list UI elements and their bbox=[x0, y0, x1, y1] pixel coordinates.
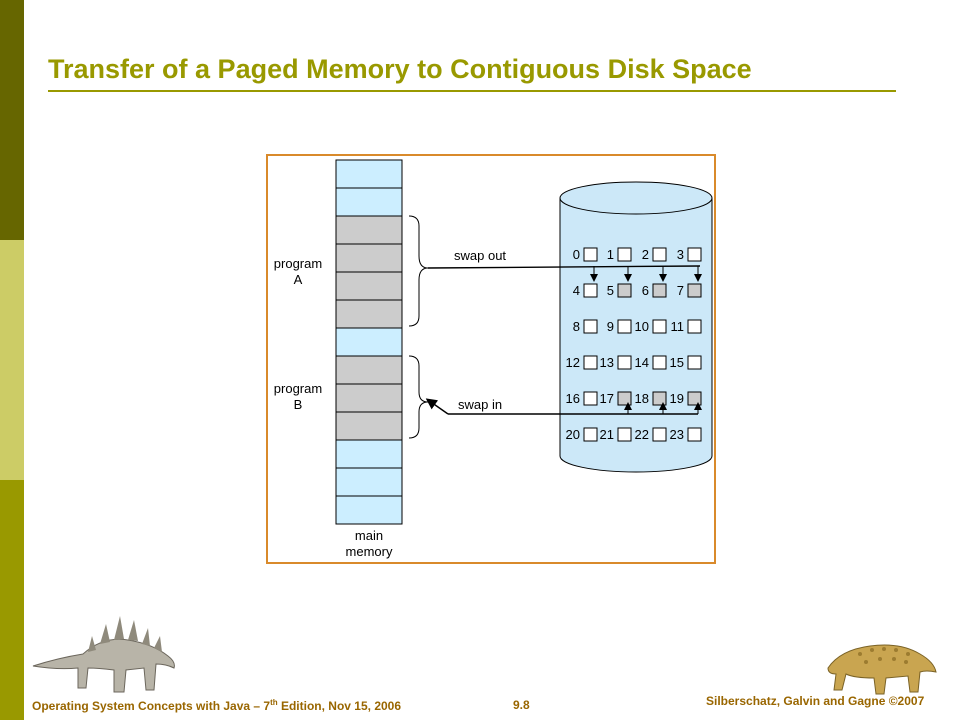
disk-block-number: 15 bbox=[670, 355, 684, 370]
disk-block-number: 12 bbox=[566, 355, 580, 370]
memory-frame-free bbox=[335, 495, 403, 525]
disk-block-number: 20 bbox=[566, 427, 580, 442]
disk-block-number: 13 bbox=[600, 355, 614, 370]
side-band-middle bbox=[0, 240, 24, 480]
disk-block bbox=[617, 247, 632, 262]
disk-block bbox=[617, 427, 632, 442]
memory-frame-free bbox=[335, 187, 403, 217]
disk-block-number: 10 bbox=[635, 319, 649, 334]
main-memory-label-line2: memory bbox=[346, 544, 393, 559]
disk-block-number: 3 bbox=[677, 247, 684, 262]
program-a-label-line2: A bbox=[294, 272, 303, 287]
disk-block-number: 5 bbox=[607, 283, 614, 298]
program-a-label-line1: program bbox=[274, 256, 322, 271]
footer-book-title-suffix: Edition, Nov 15, 2006 bbox=[277, 699, 402, 713]
disk-block bbox=[583, 355, 598, 370]
memory-frame-B bbox=[335, 355, 403, 385]
footer-page-number: 9.8 bbox=[513, 698, 530, 712]
disk-block bbox=[583, 427, 598, 442]
disk-block bbox=[652, 427, 667, 442]
ankylosaurus-illustration bbox=[827, 644, 937, 695]
title-underline bbox=[48, 90, 896, 92]
disk-block bbox=[687, 283, 702, 298]
disk-block bbox=[617, 391, 632, 406]
swap-in-label: swap in bbox=[458, 397, 502, 412]
memory-frame-free bbox=[335, 439, 403, 469]
disk-block bbox=[583, 319, 598, 334]
program-b-label-line1: program bbox=[274, 381, 322, 396]
swap-in-arrow bbox=[425, 398, 702, 415]
disk-block bbox=[687, 247, 702, 262]
memory-frame-A bbox=[335, 215, 403, 245]
disk-block bbox=[687, 319, 702, 334]
disk-block bbox=[652, 283, 667, 298]
memory-frame-free bbox=[335, 467, 403, 497]
memory-frame-B bbox=[335, 383, 403, 413]
disk-block bbox=[652, 391, 667, 406]
memory-frame-A bbox=[335, 299, 403, 329]
disk-block-number: 17 bbox=[600, 391, 614, 406]
disk-block-number: 1 bbox=[607, 247, 614, 262]
swap-out-arrow bbox=[427, 265, 702, 282]
program-b-label-line2: B bbox=[294, 397, 303, 412]
main-memory-label-line1: main bbox=[355, 528, 383, 543]
side-band-top bbox=[0, 0, 24, 240]
disk-block-number: 22 bbox=[635, 427, 649, 442]
slide-title: Transfer of a Paged Memory to Contiguous… bbox=[48, 54, 752, 84]
disk-block bbox=[583, 391, 598, 406]
disk-block-number: 6 bbox=[642, 283, 649, 298]
disk-block-number: 9 bbox=[607, 319, 614, 334]
main-memory-column bbox=[335, 159, 403, 525]
disk-block-number: 19 bbox=[670, 391, 684, 406]
disk-block bbox=[652, 247, 667, 262]
disk-block-number: 21 bbox=[600, 427, 614, 442]
disk-block bbox=[652, 319, 667, 334]
memory-frame-A bbox=[335, 243, 403, 273]
disk-block-number: 2 bbox=[642, 247, 649, 262]
disk-block bbox=[652, 355, 667, 370]
disk-block bbox=[687, 355, 702, 370]
disk-block-number: 7 bbox=[677, 283, 684, 298]
disk-block-number: 16 bbox=[566, 391, 580, 406]
stegosaurus-illustration bbox=[32, 616, 175, 693]
disk-block bbox=[617, 283, 632, 298]
footer-book-title: Operating System Concepts with Java – 7t… bbox=[32, 698, 401, 713]
footer-edition-superscript: th bbox=[270, 698, 278, 707]
disk-block bbox=[687, 391, 702, 406]
disk-block bbox=[583, 247, 598, 262]
disk-block-number: 11 bbox=[671, 319, 685, 334]
disk-block bbox=[583, 283, 598, 298]
disk-block-number: 4 bbox=[573, 283, 580, 298]
memory-frame-free bbox=[335, 159, 403, 189]
footer-book-title-prefix: Operating System Concepts with Java – 7 bbox=[32, 699, 271, 713]
disk-block bbox=[687, 427, 702, 442]
swap-out-label: swap out bbox=[454, 248, 506, 263]
disk-block-number: 23 bbox=[670, 427, 684, 442]
memory-frame-B bbox=[335, 411, 403, 441]
footer-authors: Silberschatz, Galvin and Gagne ©2007 bbox=[706, 694, 925, 708]
disk-block bbox=[617, 355, 632, 370]
memory-frame-A bbox=[335, 271, 403, 301]
side-band-bottom bbox=[0, 480, 24, 720]
disk-block bbox=[617, 319, 632, 334]
disk-block-number: 18 bbox=[635, 391, 649, 406]
disk-block-number: 0 bbox=[573, 247, 580, 262]
disk-block-number: 8 bbox=[573, 319, 580, 334]
disk-block-number: 14 bbox=[635, 355, 649, 370]
program-a-brace bbox=[408, 215, 429, 327]
memory-frame-free bbox=[335, 327, 403, 357]
program-b-brace bbox=[408, 355, 429, 439]
